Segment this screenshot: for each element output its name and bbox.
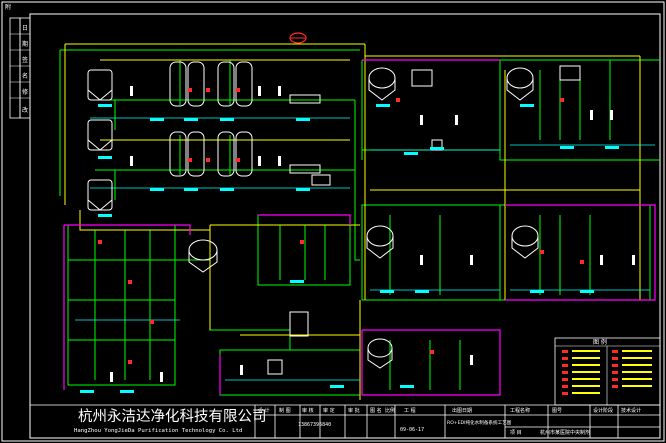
storage-tank-4	[511, 225, 539, 247]
company-name-cn: 杭州永洁达净化科技有限公司	[78, 408, 267, 425]
equipment	[87, 61, 581, 375]
edi-module	[289, 311, 309, 337]
tb-drawing-name: RO+EDI纯化水制备系统工艺图	[447, 419, 512, 426]
tb-header-7: 工 程	[404, 407, 416, 414]
strip-cell-5: 改	[22, 106, 28, 114]
instruments	[110, 86, 635, 382]
sand-filter-4	[187, 131, 205, 177]
tb-header-3: 审 定	[323, 407, 335, 414]
tb-right-label-1: 图号	[552, 408, 562, 414]
revision-strip: 附 日 期 签 名 修 改	[5, 3, 31, 119]
tb-header-6: 比例	[385, 407, 395, 414]
equipment-tags	[80, 104, 619, 393]
legend-box: 图 例	[554, 337, 661, 406]
sand-filter-2	[187, 61, 205, 107]
legend-title: 图 例	[593, 338, 607, 346]
strip-cell-4: 修	[22, 88, 28, 96]
carbon-filter-4	[235, 131, 253, 177]
carbon-filter-2	[235, 61, 253, 107]
tb-right-label-3: 技术设计	[621, 407, 641, 414]
valves	[98, 88, 584, 364]
sand-filter-3	[169, 131, 187, 177]
tb-project-label: 项 目	[510, 430, 522, 436]
carbon-filter-3	[217, 131, 235, 177]
strip-cell-3: 名	[22, 72, 28, 80]
company-name-en: HangZhou YongJieDa Purification Technolo…	[74, 428, 242, 434]
tb-header-0: 设 计	[258, 407, 270, 414]
magenta-pipes	[63, 59, 656, 396]
storage-tank-6	[367, 338, 393, 358]
tb-header-8: 出图日期	[452, 407, 472, 414]
storage-tank-2	[506, 67, 534, 89]
raw-water-tank-2	[87, 119, 113, 151]
raw-water-tank-3	[87, 179, 113, 211]
strip-cell-1: 期	[22, 40, 28, 48]
pump-unit	[267, 359, 283, 375]
tb-header-1: 制 图	[279, 407, 291, 414]
tb-header-2: 审 核	[302, 407, 314, 414]
raw-water-tank-1	[87, 69, 113, 101]
tb-project-value: 杭州市某医院中央制剂	[540, 429, 590, 436]
storage-tank-5	[188, 239, 218, 261]
storage-tank-1	[368, 67, 396, 89]
carbon-filter-1	[217, 61, 235, 107]
strip-top-label: 附	[5, 3, 11, 11]
strip-cell-0: 日	[22, 25, 28, 32]
sand-filter-1	[169, 61, 187, 107]
tb-header-4: 审 批	[348, 407, 360, 414]
strip-cell-2: 签	[22, 56, 28, 64]
yellow-pipes	[64, 43, 641, 400]
tb-right-label-2: 设计阶段	[593, 407, 613, 414]
top-instrument	[289, 32, 307, 44]
tb-date: 09-06-17	[400, 427, 424, 433]
tb-header-5: 图 名	[370, 407, 382, 414]
tb-phone: 13867396840	[298, 422, 331, 428]
tb-right-label-0: 工程名称	[510, 407, 530, 414]
storage-tank-3	[366, 225, 394, 247]
